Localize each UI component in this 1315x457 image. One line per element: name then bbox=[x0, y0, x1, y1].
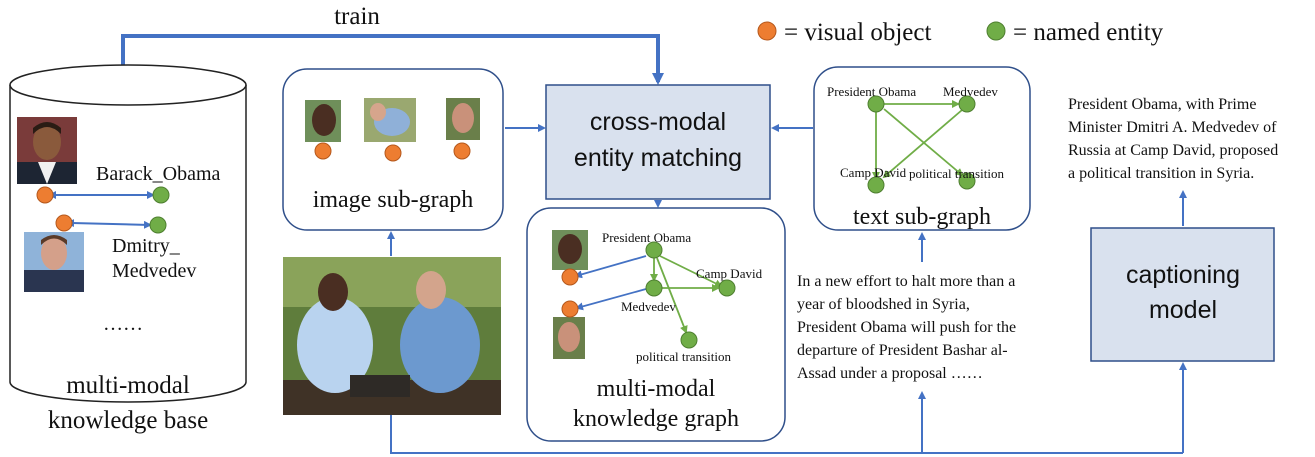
image-subgraph-thumb-2 bbox=[364, 98, 416, 142]
kb-ellipsis: …… bbox=[103, 313, 143, 335]
mmkg-node-camp bbox=[718, 279, 736, 297]
legend-entity-label: = named entity bbox=[1013, 19, 1164, 46]
output-caption-line-2: Minister Dmitri A. Medvedev of bbox=[1068, 119, 1277, 136]
mmkg-node-political bbox=[680, 331, 698, 349]
legend-visual-label: = visual object bbox=[784, 19, 931, 46]
kb-arrow-medvedev bbox=[66, 219, 152, 229]
mmkg-edge-obama-political bbox=[656, 257, 688, 334]
text-node-obama-label: President Obama bbox=[827, 84, 916, 99]
mmkg-node-obama-label: President Obama bbox=[602, 230, 691, 245]
output-caption: President Obama, with Prime Minister Dmi… bbox=[1068, 96, 1278, 182]
kb-entity-node-obama bbox=[152, 186, 170, 204]
legend: = visual object = named entity bbox=[757, 19, 1164, 46]
mmkg-visual-node-medvedev bbox=[561, 300, 579, 318]
matching-box bbox=[545, 84, 771, 200]
output-caption-line-3: Russia at Camp David, proposed bbox=[1068, 142, 1278, 159]
mmkg-box bbox=[526, 207, 786, 442]
kb-obama-photo bbox=[17, 117, 77, 184]
captioning-model-box bbox=[1090, 227, 1275, 362]
captioning-label-line2: model bbox=[1149, 296, 1217, 324]
article-line-3: President Obama will push for the bbox=[797, 319, 1016, 336]
mmkg-medvedev-photo bbox=[553, 317, 585, 359]
image-subgraph-label: image sub-graph bbox=[313, 187, 474, 213]
mmkg-node-obama bbox=[645, 241, 663, 259]
kb-entity-obama-label: Barack_Obama bbox=[96, 163, 221, 185]
mmkg-obama-photo bbox=[552, 230, 588, 270]
text-subgraph-box bbox=[813, 66, 1031, 231]
image-subgraph-thumb-1 bbox=[305, 100, 341, 142]
article-line-1: In a new effort to halt more than a bbox=[797, 273, 1015, 290]
article-text: In a new effort to halt more than a year… bbox=[797, 273, 1016, 382]
mmkg-node-medvedev-label: Medvedev bbox=[621, 299, 676, 314]
mmkg-edge-medvedev-visual bbox=[575, 288, 647, 311]
mmkg-label-line2: knowledge graph bbox=[573, 406, 739, 432]
text-subgraph-label: text sub-graph bbox=[853, 204, 991, 230]
text-node-political bbox=[958, 172, 976, 190]
kb-entity-node-medvedev bbox=[149, 216, 167, 234]
output-caption-line-4: a political transition in Syria. bbox=[1068, 165, 1254, 182]
main-photo bbox=[283, 257, 501, 415]
kb-medvedev-photo bbox=[24, 232, 84, 292]
text-edge-medvedev-camp bbox=[882, 109, 963, 179]
mmkg-edge-obama-visual bbox=[574, 255, 647, 279]
kb-entity-medvedev-label-1: Dmitry_ bbox=[112, 235, 181, 257]
legend-entity-dot bbox=[986, 21, 1006, 41]
mmkg-node-political-label: political transition bbox=[636, 349, 731, 364]
image-visual-node-3 bbox=[453, 142, 471, 160]
image-visual-node-1 bbox=[314, 142, 332, 160]
legend-visual-dot bbox=[757, 21, 777, 41]
output-caption-line-1: President Obama, with Prime bbox=[1068, 96, 1256, 113]
matching-label-line2: entity matching bbox=[574, 144, 742, 172]
article-line-4: departure of President Bashar al- bbox=[797, 342, 1008, 359]
kb-visual-node-medvedev bbox=[55, 214, 73, 232]
article-line-2: year of bloodshed in Syria, bbox=[797, 296, 970, 313]
mmkg-label-line1: multi-modal bbox=[597, 376, 716, 402]
bottom-connector bbox=[390, 415, 1183, 454]
text-node-camp-label: Camp David bbox=[840, 165, 907, 180]
mmkg-node-camp-label: Camp David bbox=[696, 266, 763, 281]
kb-caption-line2: knowledge base bbox=[48, 407, 208, 434]
mmkg-visual-node-obama bbox=[561, 268, 579, 286]
text-node-camp bbox=[867, 176, 885, 194]
mmkg-node-medvedev bbox=[645, 279, 663, 297]
kb-entity-medvedev-label-2: Medvedev bbox=[112, 260, 196, 282]
text-node-medvedev-label: Medvedev bbox=[943, 84, 998, 99]
captioning-label-line1: captioning bbox=[1126, 261, 1240, 289]
text-node-medvedev bbox=[958, 95, 976, 113]
kb-caption-line1: multi-modal bbox=[66, 372, 190, 399]
article-line-5: Assad under a proposal …… bbox=[797, 365, 983, 382]
text-edge-obama-political bbox=[883, 108, 964, 177]
mmkg-edge-obama-camp bbox=[659, 255, 723, 287]
image-subgraph-thumb-3 bbox=[446, 98, 480, 140]
text-node-political-label: political transition bbox=[909, 166, 1004, 181]
train-arrow bbox=[121, 34, 664, 85]
train-label: train bbox=[334, 3, 380, 30]
matching-label-line1: cross-modal bbox=[590, 108, 726, 136]
image-visual-node-2 bbox=[384, 144, 402, 162]
text-node-obama bbox=[867, 95, 885, 113]
kb-visual-node-obama bbox=[36, 186, 54, 204]
